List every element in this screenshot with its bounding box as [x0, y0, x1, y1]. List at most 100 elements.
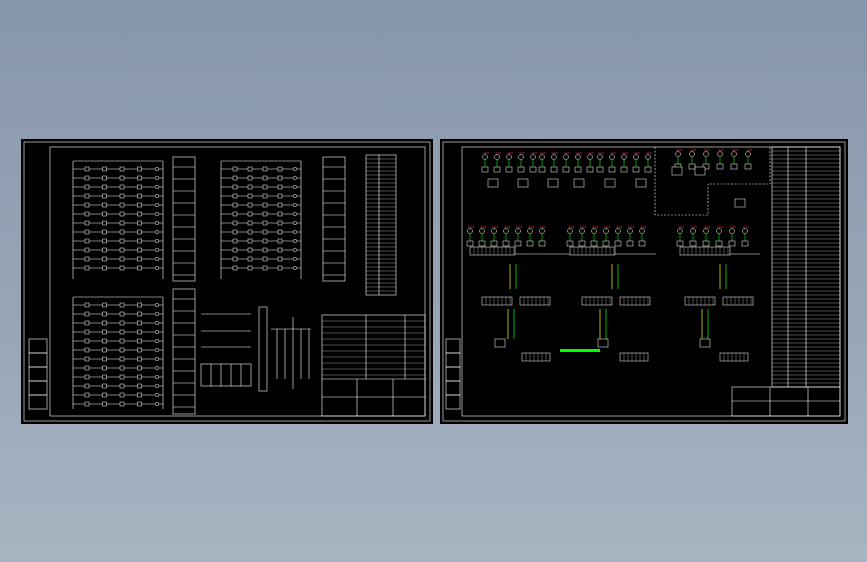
terminal-block [574, 166, 582, 173]
coil-symbol [154, 220, 160, 226]
coil-symbol [154, 383, 160, 389]
coil-symbol [292, 211, 298, 217]
contact-symbol [119, 166, 125, 172]
contact-symbol [119, 238, 125, 244]
coil-symbol [154, 392, 160, 398]
breaker-symbol [563, 154, 569, 160]
terminal-block [608, 166, 616, 173]
terminal-block [493, 166, 501, 173]
breaker-symbol [645, 154, 651, 160]
left-generated-lines [73, 158, 425, 408]
contact-symbol [247, 238, 253, 244]
contact-symbol [262, 193, 268, 199]
terminal-block [689, 240, 697, 247]
breaker-symbol [633, 154, 639, 160]
contact-symbol [84, 311, 90, 317]
contact-symbol [102, 229, 107, 235]
terminal-block [538, 240, 546, 247]
contact-symbol [102, 356, 107, 362]
breaker-symbol [731, 151, 737, 157]
contact-symbol [119, 211, 125, 217]
terminal-block [490, 240, 498, 247]
relay-box [517, 178, 529, 188]
contact-symbol [232, 184, 238, 190]
contact-symbol [119, 256, 125, 262]
coil-symbol [292, 220, 298, 226]
coil-symbol [154, 347, 160, 353]
contact-symbol [119, 365, 125, 371]
relay-box [547, 178, 559, 188]
contact-symbol [277, 211, 283, 217]
contact-symbol [84, 175, 90, 181]
contact-symbol [84, 238, 90, 244]
contact-symbol [277, 229, 283, 235]
breaker-symbol [587, 154, 593, 160]
ladder-section-top-left [72, 160, 164, 279]
contact-symbol [262, 211, 268, 217]
contact-symbol [262, 184, 268, 190]
contact-symbol [84, 374, 90, 380]
coil-symbol [292, 175, 298, 181]
contact-symbol [102, 265, 107, 271]
contact-symbol [137, 211, 142, 217]
title-block [321, 314, 426, 417]
contact-symbol [232, 229, 238, 235]
coil-symbol [292, 202, 298, 208]
contact-symbol [137, 175, 142, 181]
contact-symbol [84, 338, 90, 344]
terminal-block [632, 166, 640, 173]
contact-symbol [119, 193, 125, 199]
contact-symbol [84, 265, 90, 271]
contact-symbol [137, 166, 142, 172]
relay-box [494, 338, 506, 348]
terminal-block [562, 166, 570, 173]
contact-symbol [232, 247, 238, 253]
contact-symbol [102, 365, 107, 371]
contact-symbol [102, 193, 107, 199]
title-block [731, 386, 841, 417]
contact-symbol [232, 220, 238, 226]
coil-symbol [292, 247, 298, 253]
coil-symbol [292, 193, 298, 199]
inner-frame [49, 146, 426, 417]
contact-symbol [262, 220, 268, 226]
coil-symbol [292, 166, 298, 172]
terminal-strip [619, 352, 649, 362]
contact-symbol [137, 302, 142, 308]
coil-symbol [154, 374, 160, 380]
contact-symbol [277, 256, 283, 262]
contact-symbol [247, 193, 253, 199]
coil-symbol [292, 238, 298, 244]
breaker-symbol [539, 228, 545, 234]
coil-symbol [154, 365, 160, 371]
terminal-block [614, 240, 622, 247]
contact-symbol [102, 166, 107, 172]
terminal-block [578, 240, 586, 247]
breaker-symbol [675, 151, 681, 157]
contact-symbol [102, 220, 107, 226]
contact-symbol [102, 311, 107, 317]
terminal-block [526, 240, 534, 247]
contact-symbol [119, 392, 125, 398]
contact-symbol [137, 311, 142, 317]
contact-symbol [102, 202, 107, 208]
contact-symbol [247, 256, 253, 262]
breaker-symbol [609, 154, 615, 160]
terminal-block [744, 163, 752, 170]
terminal-strip [521, 352, 551, 362]
binding-strip [28, 338, 48, 410]
contact-symbol [84, 166, 90, 172]
contact-symbol [137, 320, 142, 326]
outer-frame [442, 141, 846, 422]
single-line-diagram [258, 306, 311, 392]
terminal-block [688, 163, 696, 170]
contact-symbol [84, 356, 90, 362]
contact-symbol [102, 302, 107, 308]
contact-symbol [262, 229, 268, 235]
coil-symbol [154, 211, 160, 217]
left-drawing-sheet [21, 139, 433, 424]
contact-symbol [119, 329, 125, 335]
terminal-strip [519, 296, 551, 306]
breaker-symbol [539, 154, 545, 160]
contact-symbol [119, 356, 125, 362]
